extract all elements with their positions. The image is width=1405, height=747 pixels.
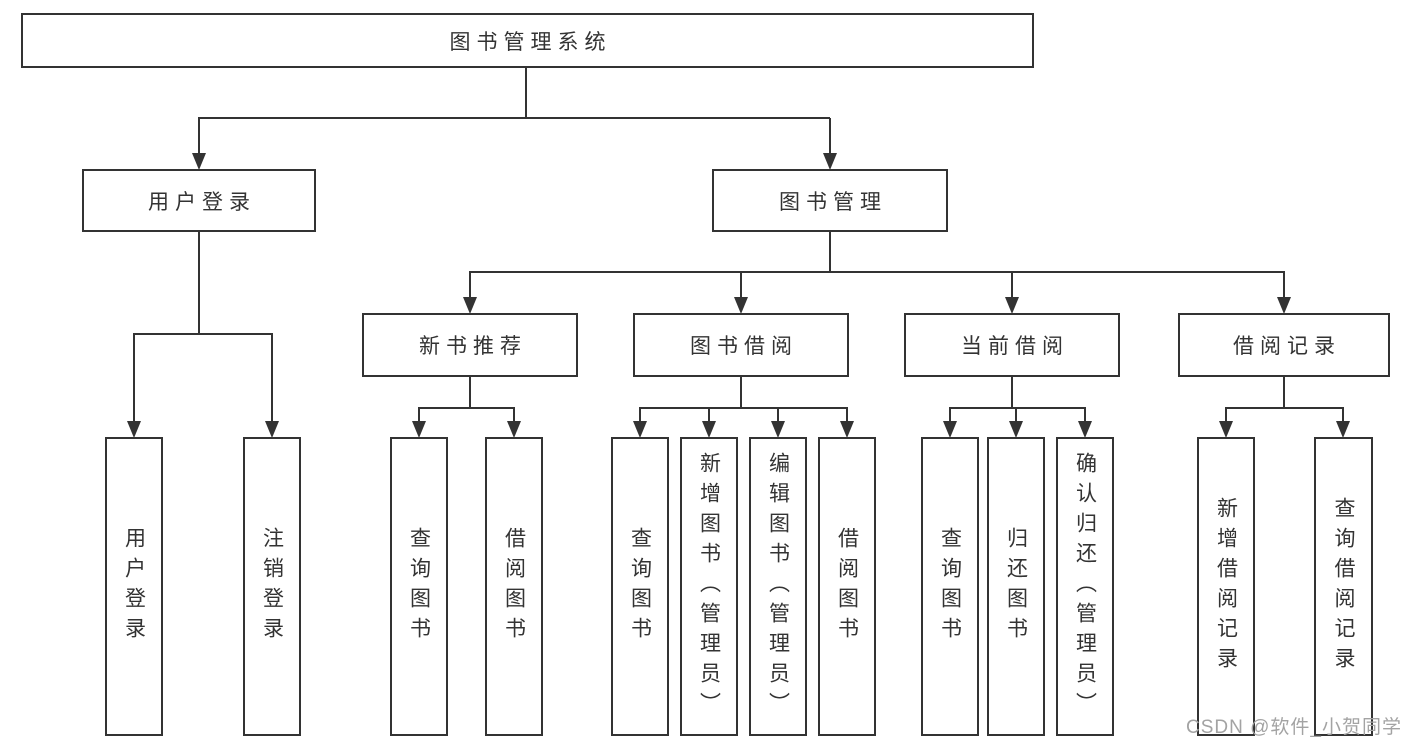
arrowhead — [943, 421, 957, 438]
leaf-user-login-label: 用户登录 — [122, 526, 146, 647]
connector-user-login-junction — [133, 232, 273, 422]
leaf-return-book-label: 归还图书 — [1004, 526, 1028, 647]
connector-root-junction — [198, 68, 831, 154]
leaf-return-book: 归还图书 — [987, 437, 1045, 736]
arrowhead — [734, 297, 748, 314]
leaf-query-books-current-label: 查询图书 — [938, 526, 962, 647]
leaf-query-books-recommend: 查询图书 — [390, 437, 448, 736]
node-user-login-label: 用户登录 — [148, 190, 256, 214]
node-current-borrow: 当前借阅 — [904, 313, 1120, 377]
leaf-borrow-books-recommend-label: 借阅图书 — [502, 526, 526, 647]
node-book-management-label: 图书管理 — [779, 190, 887, 214]
leaf-user-login: 用户登录 — [105, 437, 163, 736]
leaf-logout-label: 注销登录 — [260, 526, 284, 647]
arrowhead — [771, 421, 785, 438]
node-user-login: 用户登录 — [82, 169, 316, 232]
arrowhead — [507, 421, 521, 438]
arrowhead — [1005, 297, 1019, 314]
leaf-edit-book-admin: 编辑图书（管理员） — [749, 437, 807, 736]
leaf-query-books-borrow: 查询图书 — [611, 437, 669, 736]
leaf-query-books-current: 查询图书 — [921, 437, 979, 736]
arrowhead — [127, 421, 141, 438]
leaf-query-borrow-record: 查询借阅记录 — [1314, 437, 1373, 736]
leaf-add-book-admin: 新增图书（管理员） — [680, 437, 738, 736]
connector-new-book-junction — [418, 377, 515, 422]
node-book-management-system-label: 图书管理系统 — [449, 30, 612, 54]
leaf-query-books-borrow-label: 查询图书 — [628, 526, 652, 647]
node-new-book-recommend-label: 新书推荐 — [419, 335, 527, 358]
leaf-confirm-return-admin: 确认归还（管理员） — [1056, 437, 1114, 736]
leaf-borrow-books-recommend: 借阅图书 — [485, 437, 543, 736]
leaf-borrow-books-borrow-label: 借阅图书 — [835, 526, 859, 647]
leaf-edit-book-admin-label: 编辑图书（管理员） — [766, 451, 790, 722]
leaf-add-book-admin-label: 新增图书（管理员） — [697, 451, 721, 722]
arrowhead — [702, 421, 716, 438]
arrowhead — [1336, 421, 1350, 438]
connector-book-management-junction — [469, 232, 1285, 298]
leaf-add-borrow-record: 新增借阅记录 — [1197, 437, 1255, 736]
arrowhead — [1009, 421, 1023, 438]
node-book-borrow-label: 图书借阅 — [690, 335, 798, 358]
node-book-management-system: 图书管理系统 — [21, 13, 1034, 68]
connector-book-borrow-junction — [639, 377, 848, 422]
node-borrow-records-label: 借阅记录 — [1233, 335, 1341, 358]
arrowhead — [1277, 297, 1291, 314]
arrowhead — [840, 421, 854, 438]
leaf-add-borrow-record-label: 新增借阅记录 — [1214, 496, 1238, 677]
arrowhead — [463, 297, 477, 314]
arrowhead — [192, 153, 206, 170]
leaf-logout: 注销登录 — [243, 437, 301, 736]
leaf-query-books-recommend-label: 查询图书 — [407, 526, 431, 647]
arrowhead — [633, 421, 647, 438]
arrowhead — [1219, 421, 1233, 438]
connector-current-borrow-junction — [949, 377, 1086, 422]
node-book-management: 图书管理 — [712, 169, 948, 232]
node-current-borrow-label: 当前借阅 — [961, 335, 1069, 358]
leaf-query-borrow-record-label: 查询借阅记录 — [1332, 496, 1355, 677]
arrowhead — [412, 421, 426, 438]
node-borrow-records: 借阅记录 — [1178, 313, 1390, 377]
leaf-borrow-books-borrow: 借阅图书 — [818, 437, 876, 736]
node-new-book-recommend: 新书推荐 — [362, 313, 578, 377]
arrowhead — [1078, 421, 1092, 438]
arrowhead — [265, 421, 279, 438]
leaf-confirm-return-admin-label: 确认归还（管理员） — [1073, 451, 1097, 722]
watermark: CSDN @软件_小贺同学 — [1186, 717, 1402, 738]
arrowhead — [823, 153, 837, 170]
connector-borrow-record-junction — [1225, 377, 1344, 422]
node-book-borrow: 图书借阅 — [633, 313, 849, 377]
